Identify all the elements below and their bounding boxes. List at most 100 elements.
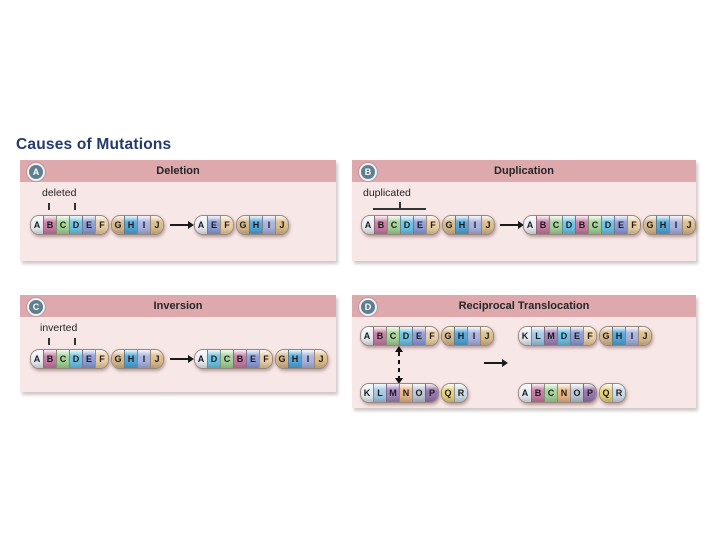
chromosome-segment-h: H xyxy=(124,216,137,234)
chromosome-segment-f: F xyxy=(95,216,108,234)
chromosome-segment-g: G xyxy=(112,350,124,368)
chromosome-segment-i: I xyxy=(669,216,682,234)
panel-title: Deletion xyxy=(156,165,200,177)
arrow-right-icon xyxy=(500,221,524,229)
panel-deletion-header: A Deletion xyxy=(20,160,336,182)
chromosome-segment-a: A xyxy=(361,327,373,345)
chromosome-segment-i: I xyxy=(467,327,480,345)
chromosome-segment-m: M xyxy=(386,384,399,402)
chromosome-segment-i: I xyxy=(468,216,481,234)
panel-inversion-header: C Inversion xyxy=(20,295,336,317)
chromosome-segment-n: N xyxy=(557,384,570,402)
chromosome-segment-h: H xyxy=(288,350,301,368)
panel-badge: B xyxy=(359,163,377,181)
chromosome-segment-e: E xyxy=(82,350,95,368)
chromosome-segment-b: B xyxy=(374,216,387,234)
chromosome-segment-d: D xyxy=(69,350,82,368)
arrow-right-icon xyxy=(484,359,508,367)
chromosome-segment-e: E xyxy=(614,216,627,234)
arrow-right-icon xyxy=(170,221,194,229)
chromosome-segment-j: J xyxy=(275,216,288,234)
chromosome-segment-h: H xyxy=(612,327,625,345)
chromosome-segment-b: B xyxy=(43,216,56,234)
chromosome-segment-d: D xyxy=(207,350,220,368)
chromosome-segment-i: I xyxy=(301,350,314,368)
chromosome-segment-b: B xyxy=(233,350,246,368)
chromosome-segment-o: O xyxy=(412,384,425,402)
chromosome-segment-j: J xyxy=(638,327,651,345)
chromosome-segment-e: E xyxy=(413,216,426,234)
panel-duplication-header: B Duplication xyxy=(352,160,696,182)
chromosome-segment-g: G xyxy=(442,327,454,345)
chromosome-segment-g: G xyxy=(276,350,288,368)
chromosome-segment-c: C xyxy=(56,350,69,368)
page-title: Causes of Mutations xyxy=(16,136,172,153)
swap-arrow-icon xyxy=(395,346,403,384)
chromosome-segment-n: N xyxy=(399,384,412,402)
chromosome-segment-e: E xyxy=(246,350,259,368)
chromosome-segment-c: C xyxy=(220,350,233,368)
chromosome-segment-p: P xyxy=(425,384,438,402)
chromosome-segment-f: F xyxy=(95,350,108,368)
chromosome-segment-f: F xyxy=(220,216,233,234)
chromosome-segment-i: I xyxy=(625,327,638,345)
chromosome-segment-k: K xyxy=(361,384,373,402)
chromosome-segment-f: F xyxy=(426,216,439,234)
chromosome-segment-q: Q xyxy=(600,384,612,402)
chromosome-segment-d: D xyxy=(562,216,575,234)
bracket-line xyxy=(373,208,426,210)
chromosome-segment-d: D xyxy=(557,327,570,345)
chromosome-segment-j: J xyxy=(314,350,327,368)
chromosome-segment-h: H xyxy=(124,350,137,368)
tick-mark xyxy=(48,338,50,345)
chromosome-segment-h: H xyxy=(249,216,262,234)
chromosome-segment-e: E xyxy=(82,216,95,234)
chromosome-segment-j: J xyxy=(682,216,695,234)
chromosome-segment-h: H xyxy=(455,216,468,234)
chromosome-segment-a: A xyxy=(524,216,536,234)
chromosome-segment-r: R xyxy=(454,384,467,402)
chromosome-segment-a: A xyxy=(362,216,374,234)
chromosome-segment-c: C xyxy=(386,327,399,345)
chromosome-segment-b: B xyxy=(43,350,56,368)
chromosome-segment-j: J xyxy=(150,216,163,234)
chromosome-segment-q: Q xyxy=(442,384,454,402)
chromosome-segment-c: C xyxy=(588,216,601,234)
chromosome-segment-o: O xyxy=(570,384,583,402)
chromosome-segment-j: J xyxy=(150,350,163,368)
panel-badge: C xyxy=(27,298,45,316)
chromosome-segment-a: A xyxy=(31,216,43,234)
chromosome-segment-c: C xyxy=(56,216,69,234)
chromosome-segment-b: B xyxy=(373,327,386,345)
bracket-tick xyxy=(399,202,401,208)
chromosome-segment-g: G xyxy=(600,327,612,345)
chromosome-segment-b: B xyxy=(531,384,544,402)
